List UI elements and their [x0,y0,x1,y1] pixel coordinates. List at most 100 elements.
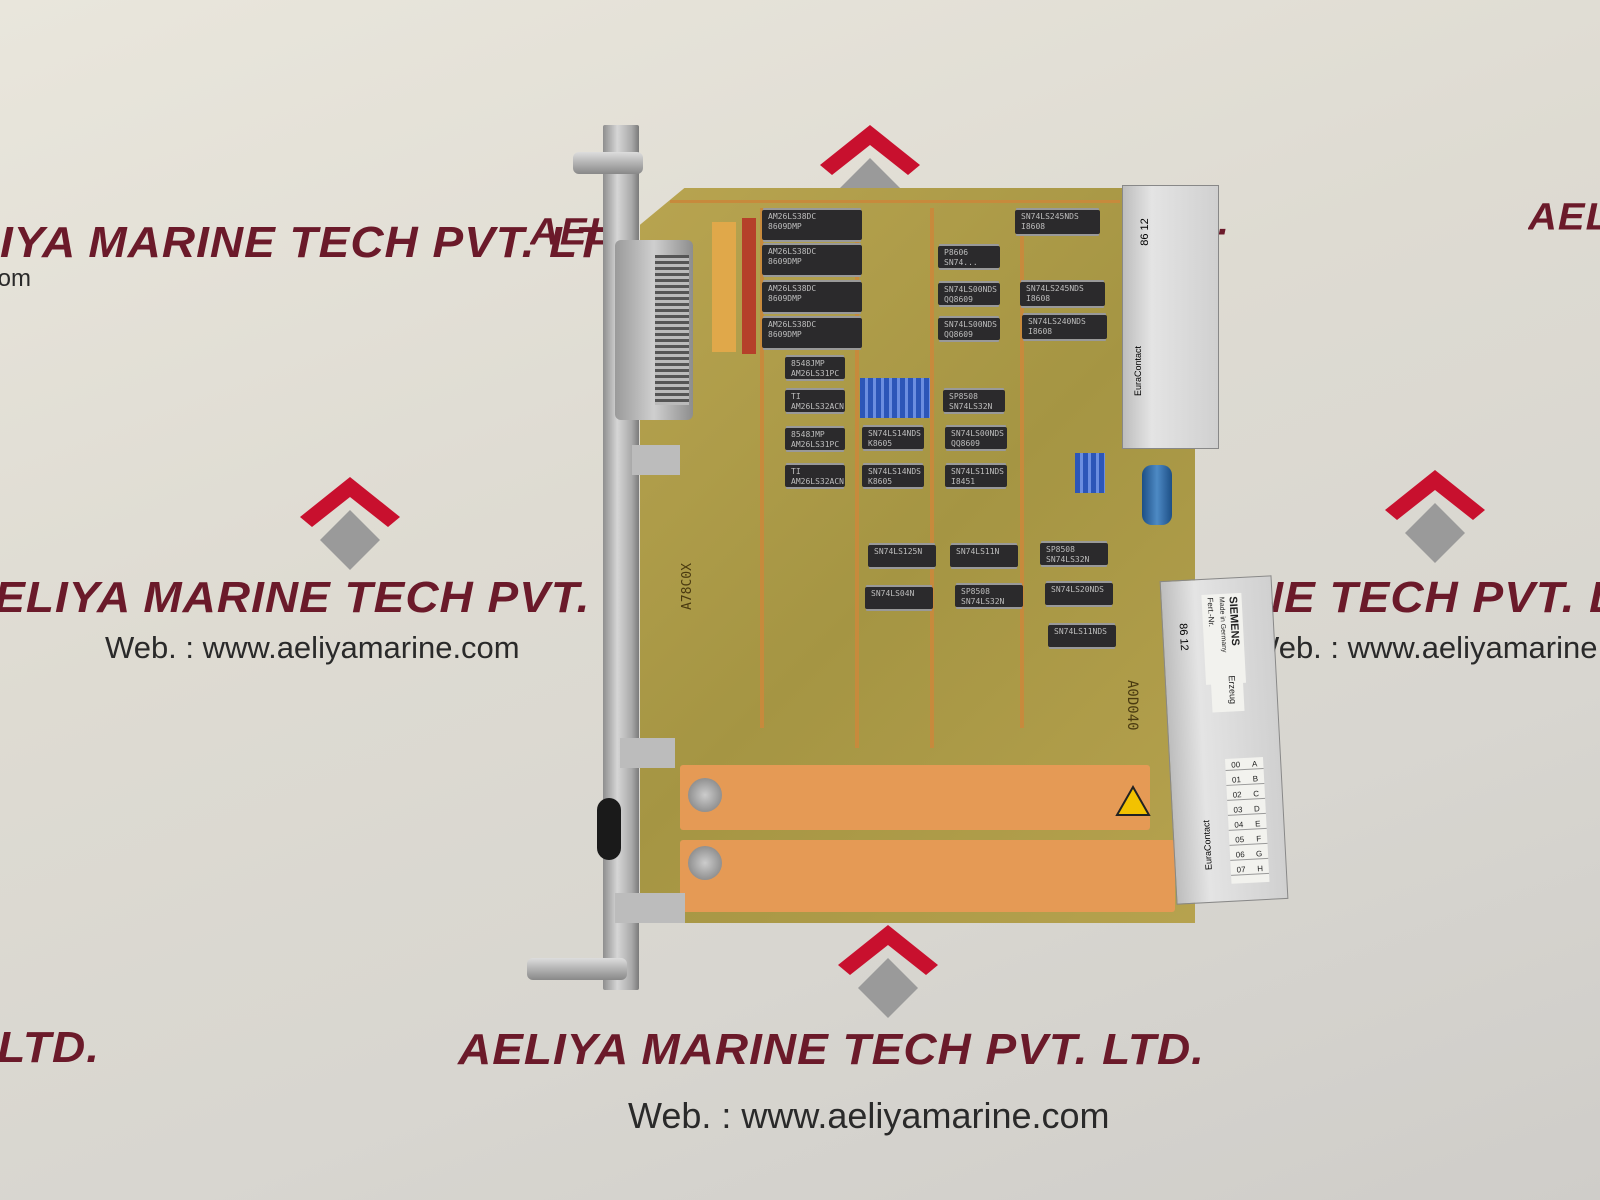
ic-chip: SN74LS04N [865,587,933,609]
chip-label: AM26LS38DC [768,320,817,329]
chip-code: I8608 [1028,327,1053,336]
chip-code: AM26LS31PC [791,369,840,378]
chip-label: TI [791,467,801,476]
chip-label: AM26LS38DC [768,212,817,221]
chip-code: QQ8609 [944,330,973,339]
connector-brand: EuraContact [1133,345,1143,396]
chip-label: SN74LS11NDS [951,467,1004,476]
pcb-marking-left: A78C0X [680,563,695,610]
chip-label: SN74LS20NDS [1051,585,1104,594]
chip-code: AM26LS31PC [791,440,840,449]
connector-code: 86 12 [1176,622,1191,652]
shield-plate-lower [680,840,1175,912]
chip-code: I8608 [1021,222,1046,231]
ic-chip: SN74LS11NDS [1048,625,1116,647]
chip-code: QQ8609 [944,295,973,304]
jumper-block [1075,453,1105,493]
chip-code: QQ8609 [951,439,980,448]
chip-code: K8605 [868,477,893,486]
chip-code: AM26LS32ACN [791,477,844,486]
resistor-network [712,222,736,352]
ejector-handle-top[interactable] [573,152,643,174]
chip-label: SP8508 [961,587,990,596]
chip-label: SN74LS125N [874,547,923,556]
connector-code: 86 12 [1138,218,1151,246]
chip-code: SN74LS32N [949,402,993,411]
chip-code: SN74LS32N [1046,555,1090,564]
edge-connector-lower: 86 12 SIEMENS Made in Germany Fert.-Nr. … [1159,575,1289,905]
watermark-web-top-left: Web. : www.aeliyamarine.com [0,265,31,292]
watermark-logo-icon [838,925,938,1018]
chip-label: AM26LS38DC [768,247,817,256]
chip-label: SN74LS240NDS [1028,317,1086,326]
watermark-company-mid-left: AELIYA MARINE TECH PVT. LTD. [0,572,610,622]
chip-code: I8451 [951,477,976,486]
chip-label: SP8508 [1046,545,1075,554]
ejector-handle-bottom[interactable] [527,958,627,980]
chip-code: 8609DMP [768,222,802,231]
chip-code: SN74... [944,258,978,267]
screw-icon [688,778,722,812]
panel-bracket [632,445,680,475]
chip-code: 8609DMP [768,330,802,339]
connector-brand: EuraContact [1201,819,1214,871]
watermark-logo-icon [300,477,400,570]
watermark-company-bottom: AELIYA MARINE TECH PVT. LTD. [458,1024,1205,1074]
chip-label: SP8508 [949,392,978,401]
ic-chip: SN74LS125N [868,545,936,567]
watermark-web-mid-right: Web. : www.aeliyamarine.com [1250,630,1600,665]
screw-icon [688,846,722,880]
chip-label: SN74LS14NDS [868,429,921,438]
watermark-company-mid-right: AELIYA MARINE TECH PVT. LTD. [1245,572,1600,622]
watermark-logo-icon [1385,470,1485,563]
jumper-block [860,378,930,418]
watermark-company-top-far-right: AELIYA MARINE TECH PVT. LTD. [1528,196,1600,238]
resistor-network [742,218,756,354]
chip-label: SN74LS14NDS [868,467,921,476]
panel-bracket [620,738,675,768]
chip-label: SN74LS00NDS [951,429,1004,438]
chip-code: 8609DMP [768,257,802,266]
panel-bracket [615,893,685,923]
ic-chip: SN74LS11N [950,545,1018,567]
shield-plate-upper [680,765,1150,830]
chip-code: 8609DMP [768,294,802,303]
chip-label: 8548JMP [791,359,825,368]
chip-label: SN74LS11N [956,547,1000,556]
chip-label: 8548JMP [791,430,825,439]
ic-chip: SN74LS20NDS [1045,583,1113,605]
panel-grommet [597,798,621,860]
edge-connector-upper: 86 12 EuraContact [1122,185,1219,449]
chip-label: SN74LS245NDS [1021,212,1079,221]
d-sub-connector [615,240,693,420]
siemens-label: SIEMENS Made in Germany Fert.-Nr. [1201,592,1247,685]
